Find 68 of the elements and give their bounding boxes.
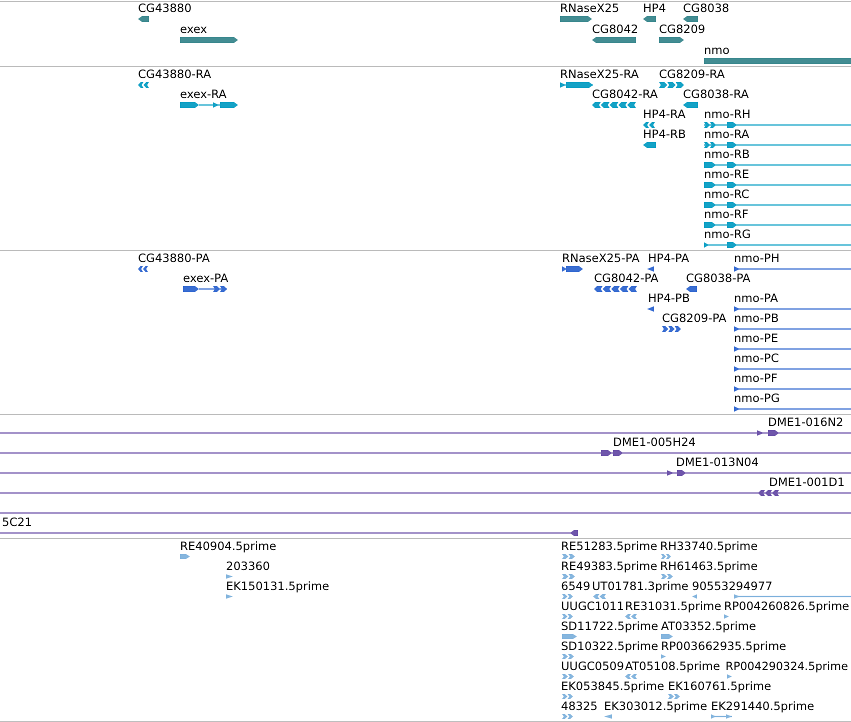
feature-label: CG43880-PA [138,252,210,265]
feature-label: SD11722.5prime [561,620,658,633]
feature-label: EK053845.5prime [561,680,664,693]
feature-label: RNaseX25-PA [562,252,640,265]
feature-label: 5C21 [2,516,32,529]
feature-label: nmo-RB [704,148,750,161]
feature-label: exex-RA [180,88,227,101]
feature-label: RNaseX25-RA [560,68,639,81]
feature-label: 6549 [561,580,590,593]
feature-label: RE31031.5prime [625,600,722,613]
feature-label: CG8042-PA [594,272,658,285]
feature-label: CG8038 [683,2,730,15]
feature-label: HP4-PA [648,252,690,265]
feature-label: CG8038-PA [686,272,750,285]
feature-label: nmo-RF [704,208,748,221]
feature-label: 90553294977 [692,580,772,593]
feature-label: EK150131.5prime [226,580,330,593]
feature-label: RE40904.5prime [180,540,276,553]
feature-label: nmo-PH [734,252,780,265]
feature-label: RE51283.5prime [561,540,658,553]
feature-label: HP4-RB [643,128,686,141]
feature-label: RNaseX25 [560,2,620,15]
feature-label: EK303012.5prime [604,700,708,713]
feature-label: DME1-013N04 [676,456,759,469]
feature-label: nmo-PB [734,312,779,325]
feature-label: nmo-RG [704,228,751,241]
feature-label: nmo-RA [704,128,750,141]
feature-label: DME1-005H24 [613,436,696,449]
feature-label: AT03352.5prime [661,620,756,633]
feature-label: CG43880-RA [138,68,212,81]
feature-label: EK291440.5prime [711,700,814,713]
feature-label: nmo-PA [734,292,778,305]
feature-label: UUGC0509 [561,660,624,673]
feature-label: CG8209-RA [659,68,725,81]
feature-label: DME1-016N2 [768,416,844,429]
feature-label: CG8042-RA [592,88,658,101]
feature-label: SD10322.5prime [561,640,658,653]
feature-label: UUGC1011 [561,600,624,613]
feature-label: UT01781.3prime [592,580,688,593]
feature-label: nmo-PE [734,332,778,345]
feature-label: 203360 [226,560,270,573]
feature-label: RP003662935.5prime [661,640,786,653]
feature-label: HP4-PB [648,292,690,305]
feature-label: RP004260826.5prime [724,600,850,613]
feature-label: exex-PA [183,272,228,285]
feature-label: CG8209 [659,23,706,36]
feature-label: DME1-001D1 [769,476,845,489]
feature-label: 48325 [561,700,598,713]
feature-label: CG8209-PA [662,312,726,325]
feature-label: RE49383.5prime [561,560,658,573]
feature-label: AT05108.5prime [625,660,720,673]
feature-label: nmo-RC [704,188,750,201]
feature-label: CG8038-RA [683,88,749,101]
feature-label: nmo-RE [704,168,750,181]
feature-label: nmo-PG [734,392,780,405]
feature-label: nmo-PF [734,372,778,385]
feature-label: HP4 [643,2,666,15]
feature-label: nmo [704,44,730,57]
feature-label: RH61463.5prime [660,560,758,573]
feature-label: RP004290324.5prime [726,660,848,673]
feature-label: nmo-RH [704,108,751,121]
feature-label: nmo-PC [734,352,779,365]
feature-label: CG8042 [592,23,638,36]
feature-label: RH33740.5prime [660,540,758,553]
feature-label: exex [180,23,208,36]
feature-label: EK160761.5prime [668,680,772,693]
feature-label: CG43880 [138,2,192,15]
feature-label: HP4-RA [643,108,686,121]
